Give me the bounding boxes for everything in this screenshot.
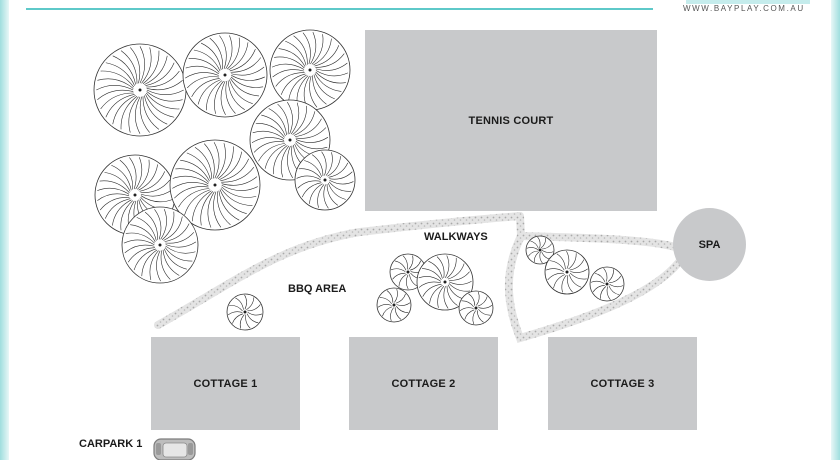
walkway-loop: [504, 232, 686, 343]
cottage-3-label: COTTAGE 3: [590, 377, 655, 390]
tennis-court-label: TENNIS COURT: [468, 114, 554, 127]
tree-icon: [169, 139, 261, 231]
tree-icon: [544, 249, 590, 295]
logo: [686, 0, 810, 4]
trees: [93, 29, 625, 331]
cottage-1: COTTAGE 1: [151, 337, 300, 430]
car-icon: [153, 438, 196, 460]
carpark-label: CARPARK 1: [79, 438, 143, 450]
walkway-main: [154, 212, 524, 329]
cottage-1-label: COTTAGE 1: [193, 377, 258, 390]
frame-right: [831, 0, 840, 460]
tree-icon: [376, 287, 412, 323]
tree-icon: [226, 293, 264, 331]
frame-left: [0, 0, 9, 460]
tree-icon: [121, 206, 199, 284]
tennis-court: TENNIS COURT: [365, 30, 657, 211]
walkways-label: WALKWAYS: [424, 231, 488, 243]
spa: SPA: [673, 208, 746, 281]
cottage-3: COTTAGE 3: [548, 337, 697, 430]
tree-icon: [294, 149, 356, 211]
tree-icon: [525, 235, 555, 265]
walkways: [154, 212, 686, 343]
tree-icon: [589, 266, 625, 302]
tree-icon: [182, 32, 268, 118]
tree-icon: [269, 29, 351, 111]
site-url: WWW.BAYPLAY.COM.AU: [683, 4, 805, 13]
tree-icon: [458, 290, 494, 326]
spa-label: SPA: [698, 238, 721, 251]
tree-icon: [416, 253, 474, 311]
cottage-2-label: COTTAGE 2: [391, 377, 456, 390]
walkway-right: [516, 212, 679, 251]
header-rule: [26, 8, 653, 10]
cottage-2: COTTAGE 2: [349, 337, 498, 430]
tree-icon: [93, 43, 187, 137]
bbq-area-label: BBQ AREA: [288, 283, 347, 295]
